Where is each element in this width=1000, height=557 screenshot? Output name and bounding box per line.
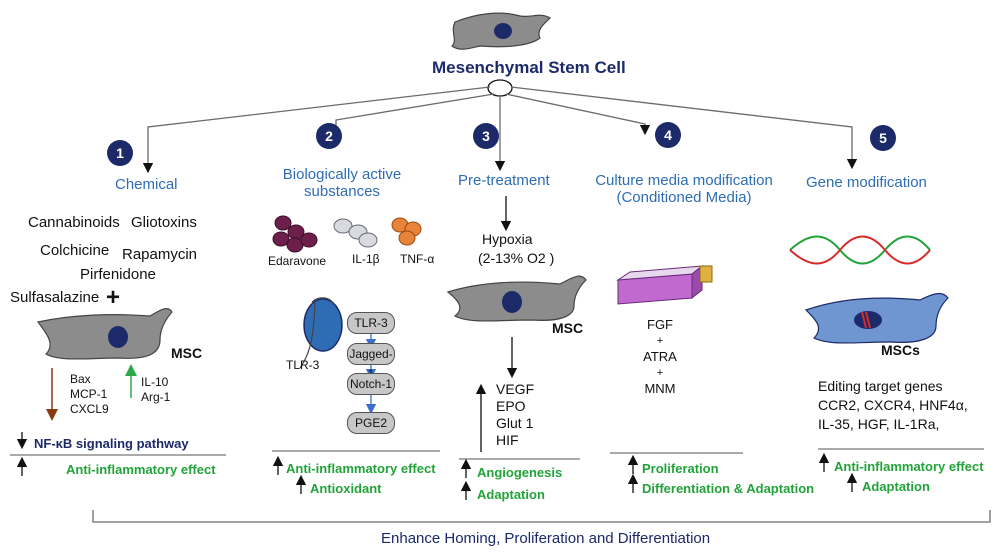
tlr3-receptor-label: TLR-3 <box>286 358 320 372</box>
tlr3-cell-icon <box>299 297 343 369</box>
up-item: Arg-1 <box>141 390 171 404</box>
dna-strands-icon <box>789 235 931 265</box>
branch-4-label-line2: (Conditioned Media) <box>616 189 752 206</box>
il1b-icon <box>333 218 378 248</box>
chemical-effect: Anti-inflammatory effect <box>66 462 216 477</box>
pretreat-effect-1: Angiogenesis <box>477 465 563 480</box>
molecule-il1b: IL-1β <box>352 252 380 266</box>
drug-cannabinoids: Cannabinoids <box>28 214 120 231</box>
branch-2-label: Biologically active substances <box>272 166 412 200</box>
footer-bracket <box>92 510 991 523</box>
molecule-tnfa: TNF-α <box>400 252 435 266</box>
nfkb-pathway: NF-κB signaling pathway <box>34 436 189 451</box>
drug-pirfenidone: Pirfenidone <box>80 266 156 283</box>
branch-4-number: 4 <box>655 122 681 148</box>
media-factors: FGF + ATRA + MNM <box>630 317 690 397</box>
branch-3-label: Pre-treatment <box>458 172 550 189</box>
media-plus: + <box>656 335 664 347</box>
tnfa-icon <box>391 217 422 246</box>
drug-colchicine: Colchicine <box>40 242 110 259</box>
hub-node <box>487 79 513 97</box>
media-factor: ATRA <box>643 349 677 364</box>
factor-item: VEGF <box>496 381 535 397</box>
footer-caption: Enhance Homing, Proliferation and Differ… <box>381 530 711 547</box>
down-item: Bax <box>70 372 91 386</box>
branch-4-label-line1: Culture media modification <box>595 172 773 189</box>
branch-2-number: 2 <box>316 123 342 149</box>
down-item: CXCL9 <box>70 402 109 416</box>
up-item: IL-10 <box>141 375 169 389</box>
top-msc-cell-icon <box>451 12 551 50</box>
factor-item: Glut 1 <box>496 415 534 431</box>
factor-item: HIF <box>496 432 519 448</box>
edaravone-icon <box>272 215 318 253</box>
hypoxia-label: Hypoxia <box>482 231 533 247</box>
drug-sulfasalazine: Sulfasalazine <box>10 289 100 306</box>
chemical-msc-label: MSC <box>171 345 203 361</box>
drug-gliotoxins: Gliotoxins <box>131 214 197 231</box>
branch-lines <box>142 86 858 174</box>
bio-effect-2: Antioxidant <box>310 481 382 496</box>
cascade-notch1: Notch-1 <box>347 373 395 395</box>
plus-sign: + <box>106 284 121 311</box>
gene-msc-cell-icon <box>804 292 949 344</box>
branch-5-label: Gene modification <box>806 174 927 191</box>
chemical-msc-cell-icon <box>36 308 173 360</box>
target-genes-line1: CCR2, CXCR4, HNF4α, <box>818 397 968 413</box>
pretreat-msc-label: MSC <box>552 320 584 336</box>
branch-5-number: 5 <box>870 125 896 151</box>
gene-effect-1: Anti-inflammatory effect <box>834 459 984 474</box>
editing-heading: Editing target genes <box>818 378 943 394</box>
bio-effect-1: Anti-inflammatory effect <box>286 461 436 476</box>
cascade-tlr3: TLR-3 <box>347 312 395 334</box>
branch-3-number: 3 <box>473 123 499 149</box>
down-item: MCP-1 <box>70 387 108 401</box>
branch-2-label-line2: substances <box>304 183 380 200</box>
media-effect-2: Differentiation & Adaptation <box>642 481 815 496</box>
cascade-jagged1: Jagged-1 <box>347 343 395 381</box>
culture-flask-icon <box>616 264 713 305</box>
media-factor: FGF <box>647 317 673 332</box>
molecule-edaravone: Edaravone <box>268 254 327 268</box>
gene-mscs-label: MSCs <box>881 342 920 358</box>
cascade-pge2: PGE2 <box>347 412 395 434</box>
up-regulated-list: IL-10 Arg-1 <box>141 375 170 405</box>
drug-rapamycin: Rapamycin <box>122 246 198 263</box>
media-factor: MNM <box>644 381 676 396</box>
media-plus: + <box>656 367 664 379</box>
media-effect-1: Proliferation <box>642 461 719 476</box>
factor-item: EPO <box>496 398 526 414</box>
upregulated-factors: VEGF EPO Glut 1 HIF <box>496 381 534 449</box>
branch-1-number: 1 <box>107 140 133 166</box>
target-genes-line2: IL-35, HGF, IL-1Ra, <box>818 416 940 432</box>
branch-2-label-line1: Biologically active <box>282 166 402 183</box>
diagram-title: Mesenchymal Stem Cell <box>432 58 626 77</box>
branch-1-label: Chemical <box>115 176 178 193</box>
pretreat-effect-2: Adaptation <box>477 487 545 502</box>
oxygen-range: (2-13% O2 ) <box>478 250 555 266</box>
pretreat-msc-cell-icon <box>446 275 587 322</box>
branch-4-label: Culture media modification (Conditioned … <box>590 172 778 206</box>
down-regulated-list: Bax MCP-1 CXCL9 <box>70 372 109 417</box>
gene-effect-2: Adaptation <box>862 479 930 494</box>
